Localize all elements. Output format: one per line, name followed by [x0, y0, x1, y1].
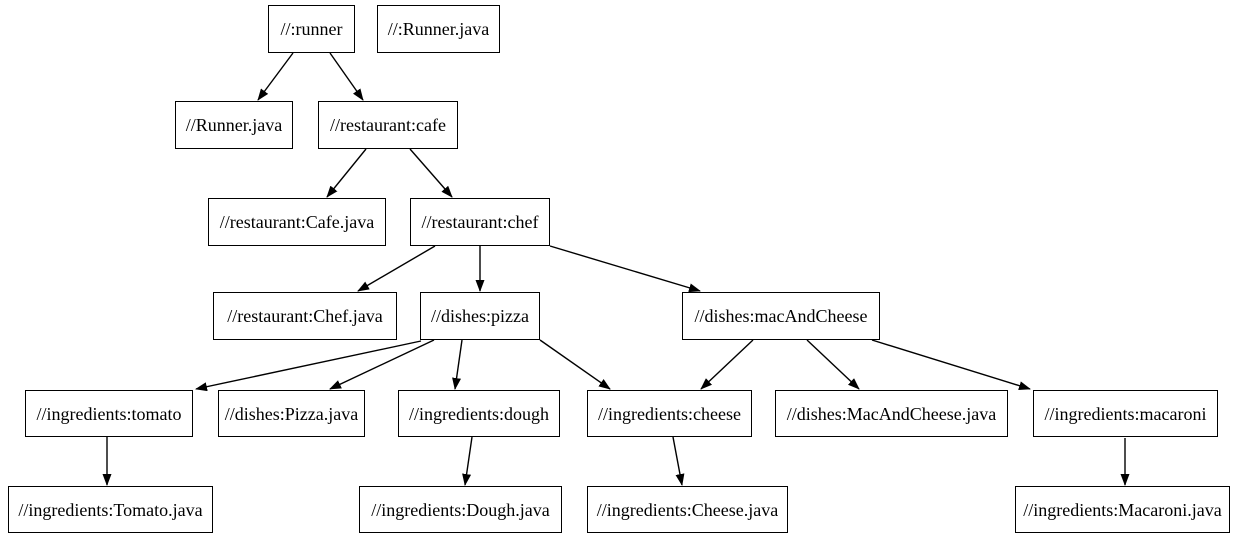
graph-edge-runner-to-cafe — [329, 52, 364, 101]
graph-node-mac-and-cheese-java: //dishes:MacAndCheese.java — [775, 390, 1008, 437]
graph-node-label: //ingredients:Macaroni.java — [1023, 499, 1222, 520]
graph-node-label: //ingredients:Tomato.java — [18, 499, 203, 520]
graph-edge-dough-to-dough-java — [462, 436, 473, 486]
graph-node-pizza: //dishes:pizza — [420, 292, 540, 340]
graph-node-runner: //:runner — [268, 5, 355, 53]
graph-node-tomato-java: //ingredients:Tomato.java — [8, 486, 213, 533]
graph-node-cafe-java: //restaurant:Cafe.java — [208, 198, 386, 246]
graph-node-mac-and-cheese: //dishes:macAndCheese — [682, 292, 880, 340]
graph-edge-pizza-to-dough — [452, 339, 463, 390]
graph-node-label: //restaurant:chef — [421, 212, 539, 232]
graph-node-label: //ingredients:macaroni — [1044, 403, 1207, 424]
graph-node-dough-java: //ingredients:Dough.java — [359, 486, 562, 533]
graph-node-macaroni-java: //ingredients:Macaroni.java — [1015, 486, 1230, 533]
graph-node-chef: //restaurant:chef — [410, 198, 550, 246]
graph-node-label: //dishes:MacAndCheese.java — [786, 403, 997, 424]
graph-node-label: //restaurant:cafe — [330, 115, 446, 135]
graph-edge-cheese-to-cheese-java — [672, 436, 685, 486]
graph-node-label: //ingredients:Dough.java — [371, 499, 550, 520]
graph-edge-mac-and-cheese-to-macaroni — [871, 339, 1031, 391]
graph-edge-runner-to-runner-java — [257, 52, 294, 101]
graph-node-cheese-java: //ingredients:Cheese.java — [587, 486, 788, 533]
graph-node-label: //ingredients:cheese — [598, 403, 741, 424]
graph-node-dough: //ingredients:dough — [398, 390, 560, 437]
graph-edge-cafe-to-chef — [409, 148, 453, 198]
graph-node-pizza-java: //dishes:Pizza.java — [218, 390, 365, 437]
graph-edge-chef-to-chef-java — [357, 245, 436, 292]
graph-edge-mac-and-cheese-to-cheese — [700, 339, 754, 390]
graph-node-runner-java: //Runner.java — [175, 101, 293, 149]
graph-edge-pizza-to-cheese — [539, 339, 611, 390]
graph-node-label: //ingredients:dough — [409, 403, 549, 424]
graph-node-label: //restaurant:Chef.java — [227, 306, 383, 326]
graph-node-label: //restaurant:Cafe.java — [219, 212, 375, 232]
graph-node-tomato: //ingredients:tomato — [25, 390, 193, 437]
graph-node-runner-java-top: //:Runner.java — [377, 5, 500, 53]
graph-node-label: //ingredients:Cheese.java — [596, 499, 779, 520]
graph-node-cheese: //ingredients:cheese — [587, 390, 752, 437]
graph-edge-pizza-to-tomato — [195, 340, 422, 392]
graph-node-label: //ingredients:tomato — [36, 403, 182, 424]
graph-node-cafe: //restaurant:cafe — [318, 101, 458, 149]
graph-edge-cafe-to-cafe-java — [326, 148, 367, 198]
graph-node-label: //:Runner.java — [387, 19, 490, 39]
graph-node-label: //Runner.java — [185, 115, 283, 135]
graph-node-chef-java: //restaurant:Chef.java — [213, 292, 397, 340]
graph-edge-mac-and-cheese-to-mac-and-cheese-java — [806, 339, 860, 390]
graph-edge-pizza-to-pizza-java — [329, 339, 435, 390]
graph-edge-chef-to-mac-and-cheese — [549, 245, 701, 293]
graph-node-label: //:runner — [280, 19, 343, 39]
graph-node-label: //dishes:Pizza.java — [224, 403, 359, 424]
graph-node-label: //dishes:pizza — [431, 306, 529, 326]
graph-node-label: //dishes:macAndCheese — [694, 306, 868, 326]
graph-node-macaroni: //ingredients:macaroni — [1033, 390, 1218, 437]
